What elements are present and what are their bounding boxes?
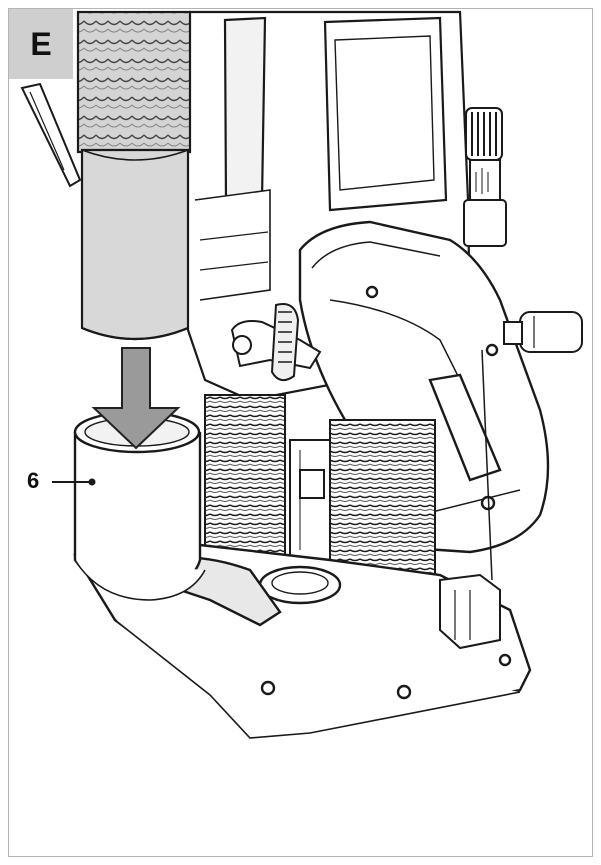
side-rail	[20, 82, 82, 188]
callout-leader-6	[52, 478, 96, 486]
dust-extraction-adapter	[73, 410, 206, 601]
vacuum-hose	[76, 10, 192, 341]
depth-adjustment-knob	[463, 107, 507, 247]
locking-knob	[503, 311, 583, 353]
router-handle	[298, 220, 550, 554]
callout-number-6: 6	[27, 468, 40, 493]
clamp-lever	[230, 303, 322, 382]
panel-label-badge: E	[9, 9, 73, 79]
panel-letter: E	[30, 25, 52, 62]
insertion-direction-arrow	[91, 347, 181, 450]
depth-stop-bracket	[439, 349, 501, 650]
motor-housing	[181, 10, 472, 402]
